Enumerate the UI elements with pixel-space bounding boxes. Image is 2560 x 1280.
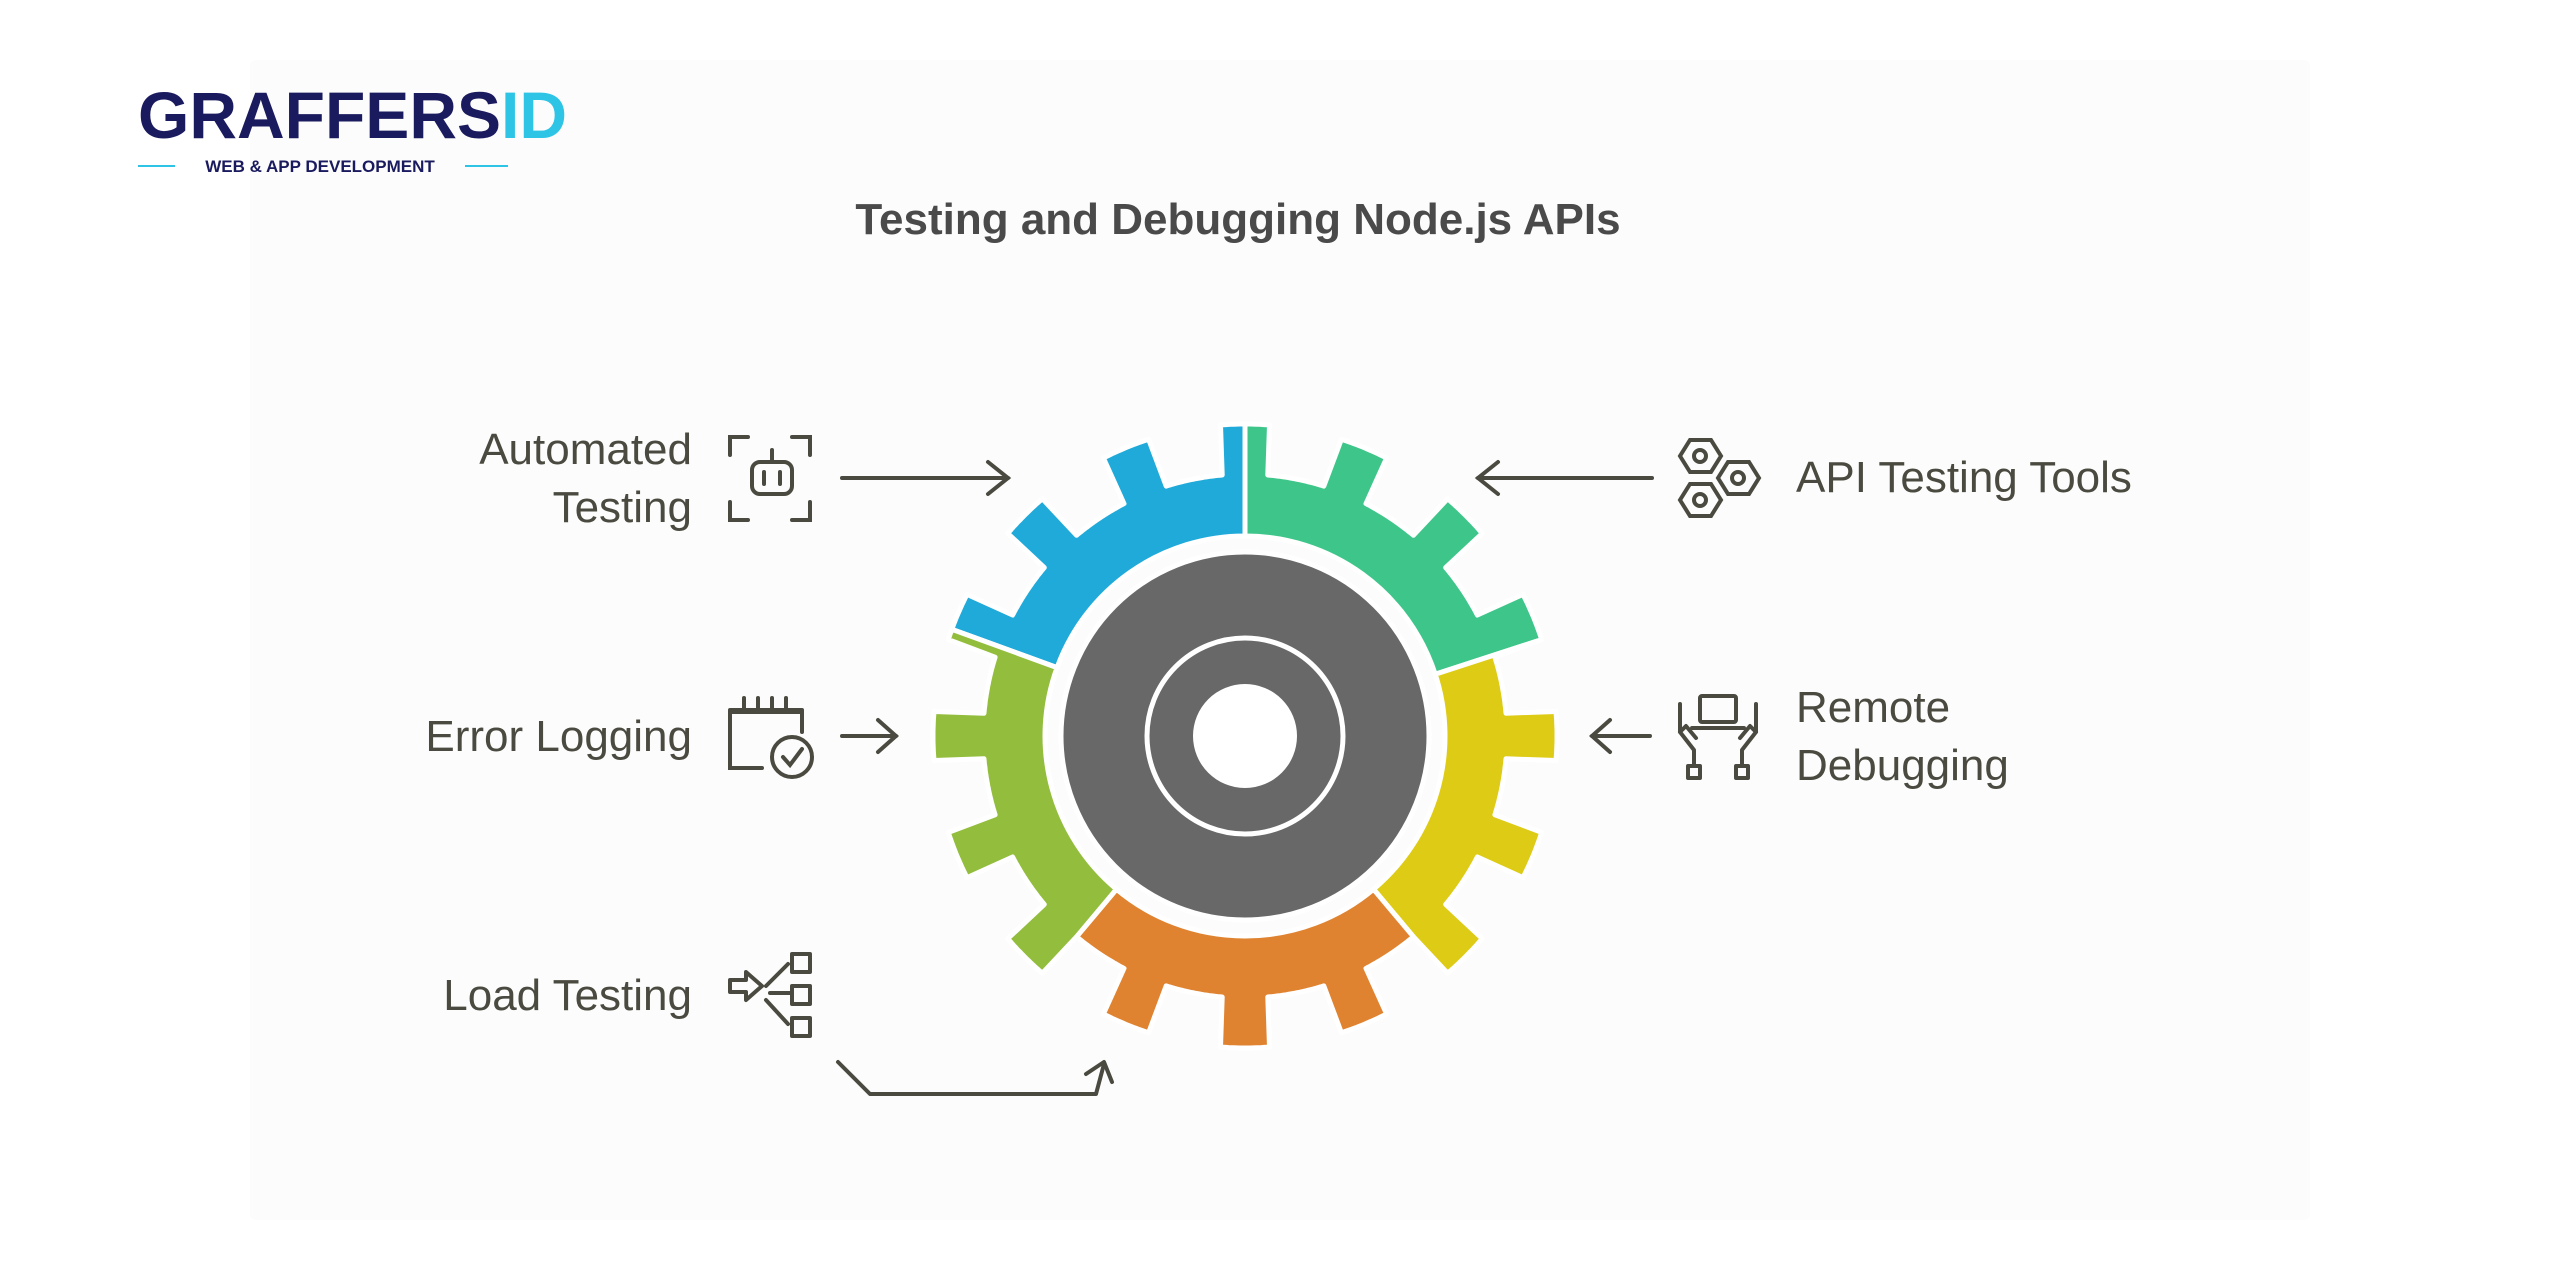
hexagon-bolts-icon [1677,438,1762,518]
gear-segment-automated-testing [949,421,1248,671]
automated-testing-label-line1: Automated [479,425,692,474]
gear-segment-load-testing [1074,886,1416,1051]
remote-debugging-label-line1: Remote [1796,683,1950,732]
svg-text:GRAFFERSID: GRAFFERSID [138,78,567,152]
api-testing-tools-item: API Testing Tools [1474,438,2132,518]
logo-brand-accent: ID [501,78,567,152]
arrow-to-gear-automated [840,460,1012,496]
arrow-to-gear-error [840,718,900,754]
arrow-to-gear-load [836,1060,1114,1096]
gear-segment-api-testing-tools [1242,421,1545,677]
load-testing-label: Load Testing [443,971,692,1020]
hands-laptop-icon [1678,694,1758,780]
logo-tagline: WEB & APP DEVELOPMENT [205,157,435,176]
gear-center-hole [1193,684,1297,788]
distribution-icon [728,952,812,1038]
load-testing-item: Load Testing [443,952,1114,1096]
remote-debugging-label-line2: Debugging [1796,741,2009,790]
api-testing-tools-label: API Testing Tools [1796,453,2132,502]
error-logging-item: Error Logging [425,696,900,779]
automated-testing-item: Automated Testing [479,425,1012,532]
remote-debugging-item: Remote Debugging [1588,683,2009,790]
logo-brand-main: GRAFFERS [138,78,501,152]
gear [930,421,1560,1051]
gear-segment-remote-debugging [1371,637,1560,976]
error-logging-label: Error Logging [425,712,692,761]
arrow-to-gear-api [1474,460,1654,496]
automated-testing-label-line2: Testing [553,483,692,532]
robot-icon [728,435,812,522]
arrow-to-gear-remote [1588,718,1652,754]
page-title: Testing and Debugging Node.js APIs [855,195,1620,244]
calendar-check-icon [728,696,814,779]
gear-segment-error-logging [930,626,1119,976]
graffersid-logo: GRAFFERSID WEB & APP DEVELOPMENT [138,78,567,176]
